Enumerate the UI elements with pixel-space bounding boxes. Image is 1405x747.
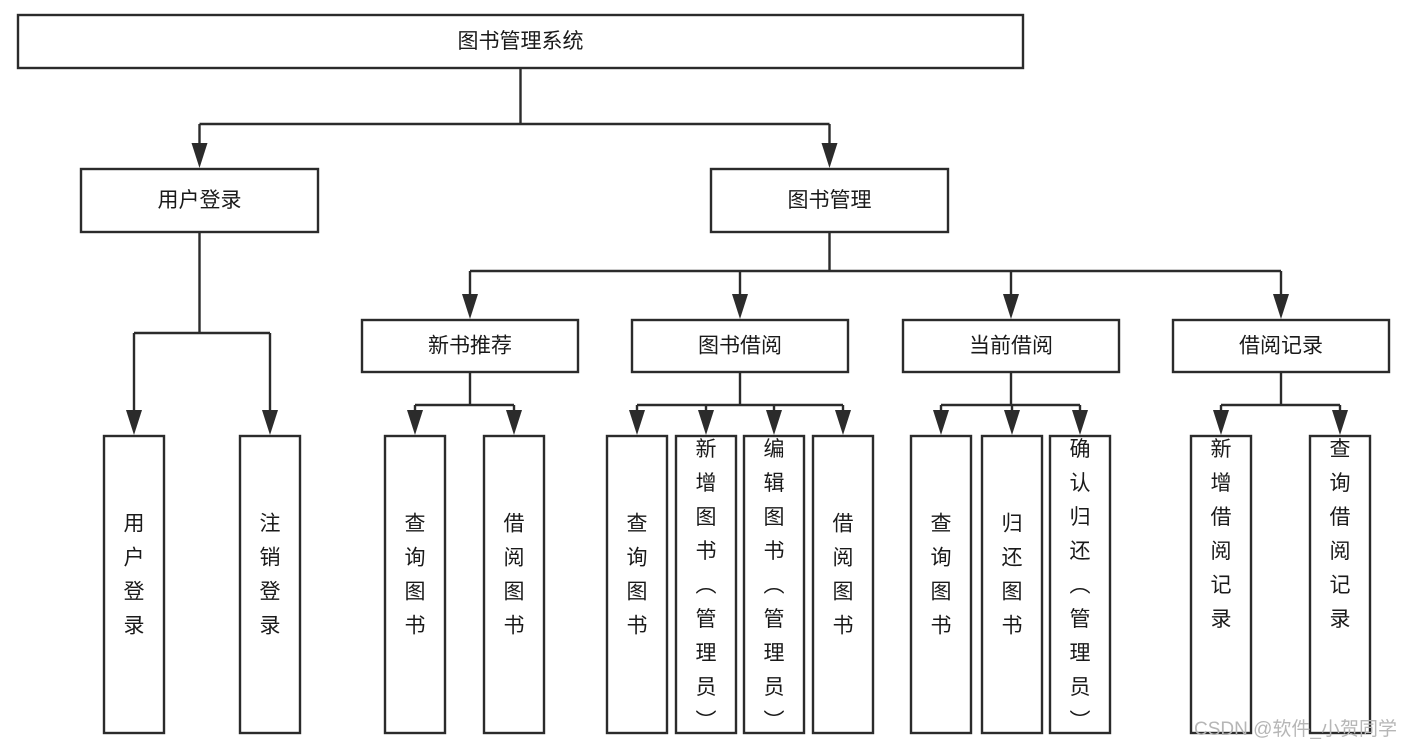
node-leaf-query-book-2[interactable]: 查询图书	[605, 434, 669, 735]
arrowhead-user-login	[191, 143, 208, 168]
node-label-leaf-query-record: 查询借阅记录	[1330, 438, 1351, 631]
node-box-user-login	[79, 167, 320, 234]
node-label-leaf-borrow-book-2: 借阅图书	[833, 513, 854, 638]
arrowhead-leaf-query-book-2	[629, 410, 645, 435]
node-layer: 图书管理系统用户登录图书管理新书推荐图书借阅当前借阅借阅记录用户登录注销登录查询…	[16, 13, 1391, 735]
arrowhead-leaf-return-book	[1004, 410, 1020, 435]
node-box-root	[16, 13, 1025, 70]
node-root[interactable]: 图书管理系统	[16, 13, 1025, 70]
node-label-user-login: 用户登录	[158, 189, 242, 212]
arrowhead-leaf-query-book-1	[407, 410, 423, 435]
node-book-manage[interactable]: 图书管理	[709, 167, 950, 234]
arrowhead-leaf-add-record	[1213, 410, 1229, 435]
node-label-new-book-rec: 新书推荐	[428, 335, 512, 358]
node-book-borrow[interactable]: 图书借阅	[630, 318, 850, 374]
arrowhead-leaf-confirm-return	[1072, 410, 1088, 435]
node-box-leaf-query-book-1	[383, 434, 447, 735]
node-leaf-add-record[interactable]: 新增借阅记录	[1189, 434, 1253, 735]
node-box-current-borrow	[901, 318, 1121, 374]
node-label-leaf-query-book-1: 查询图书	[405, 513, 426, 638]
node-leaf-confirm-return[interactable]: 确认归还︵管理员︶	[1048, 434, 1112, 735]
arrowhead-new-book-rec	[462, 294, 478, 319]
node-box-leaf-user-login	[102, 434, 166, 735]
node-box-leaf-query-record	[1308, 434, 1372, 735]
node-label-leaf-confirm-return: 确认归还︵管理员︶	[1070, 438, 1091, 733]
node-box-leaf-query-book-2	[605, 434, 669, 735]
node-label-book-manage: 图书管理	[788, 189, 872, 212]
node-box-leaf-edit-book	[742, 434, 806, 735]
node-box-leaf-borrow-book-2	[811, 434, 875, 735]
node-label-leaf-add-book: 新增图书︵管理员︶	[696, 438, 717, 733]
node-leaf-query-record[interactable]: 查询借阅记录	[1308, 434, 1372, 735]
arrowhead-leaf-query-record	[1332, 410, 1348, 435]
node-box-leaf-return-book	[980, 434, 1044, 735]
node-leaf-user-login[interactable]: 用户登录	[102, 434, 166, 735]
node-leaf-add-book[interactable]: 新增图书︵管理员︶	[674, 434, 738, 735]
node-box-borrow-record	[1171, 318, 1391, 374]
node-leaf-borrow-book-1[interactable]: 借阅图书	[482, 434, 546, 735]
node-box-leaf-query-book-3	[909, 434, 973, 735]
node-label-root: 图书管理系统	[458, 30, 584, 53]
node-leaf-logout[interactable]: 注销登录	[238, 434, 302, 735]
node-leaf-query-book-1[interactable]: 查询图书	[383, 434, 447, 735]
arrowhead-book-borrow	[732, 294, 748, 319]
node-box-leaf-add-record	[1189, 434, 1253, 735]
node-box-leaf-add-book	[674, 434, 738, 735]
arrowhead-leaf-edit-book	[766, 410, 782, 435]
node-box-book-manage	[709, 167, 950, 234]
arrowhead-book-manage	[821, 143, 838, 168]
arrowhead-leaf-query-book-3	[933, 410, 949, 435]
arrowhead-leaf-borrow-book-1	[506, 410, 522, 435]
node-leaf-edit-book[interactable]: 编辑图书︵管理员︶	[742, 434, 806, 735]
node-user-login[interactable]: 用户登录	[79, 167, 320, 234]
node-label-leaf-query-book-2: 查询图书	[627, 513, 648, 638]
node-new-book-rec[interactable]: 新书推荐	[360, 318, 580, 374]
node-label-book-borrow: 图书借阅	[698, 335, 782, 358]
node-box-new-book-rec	[360, 318, 580, 374]
node-leaf-return-book[interactable]: 归还图书	[980, 434, 1044, 735]
node-box-leaf-confirm-return	[1048, 434, 1112, 735]
node-box-leaf-borrow-book-1	[482, 434, 546, 735]
node-leaf-query-book-3[interactable]: 查询图书	[909, 434, 973, 735]
arrowhead-leaf-logout	[262, 410, 278, 435]
arrowhead-leaf-borrow-book-2	[835, 410, 851, 435]
node-label-leaf-return-book: 归还图书	[1002, 513, 1023, 638]
node-label-leaf-logout: 注销登录	[260, 513, 281, 638]
node-label-leaf-borrow-book-1: 借阅图书	[504, 513, 525, 638]
arrowhead-current-borrow	[1003, 294, 1019, 319]
arrowhead-leaf-user-login	[126, 410, 142, 435]
arrowhead-borrow-record	[1273, 294, 1289, 319]
node-label-leaf-edit-book: 编辑图书︵管理员︶	[764, 438, 785, 733]
node-label-leaf-query-book-3: 查询图书	[931, 513, 952, 638]
node-label-current-borrow: 当前借阅	[969, 335, 1053, 358]
node-box-book-borrow	[630, 318, 850, 374]
node-label-leaf-add-record: 新增借阅记录	[1211, 438, 1232, 631]
node-label-leaf-user-login: 用户登录	[124, 513, 145, 638]
node-leaf-borrow-book-2[interactable]: 借阅图书	[811, 434, 875, 735]
arrowhead-leaf-add-book	[698, 410, 714, 435]
node-box-leaf-logout	[238, 434, 302, 735]
node-current-borrow[interactable]: 当前借阅	[901, 318, 1121, 374]
node-borrow-record[interactable]: 借阅记录	[1171, 318, 1391, 374]
edge-layer	[126, 68, 1348, 435]
node-label-borrow-record: 借阅记录	[1239, 335, 1323, 358]
